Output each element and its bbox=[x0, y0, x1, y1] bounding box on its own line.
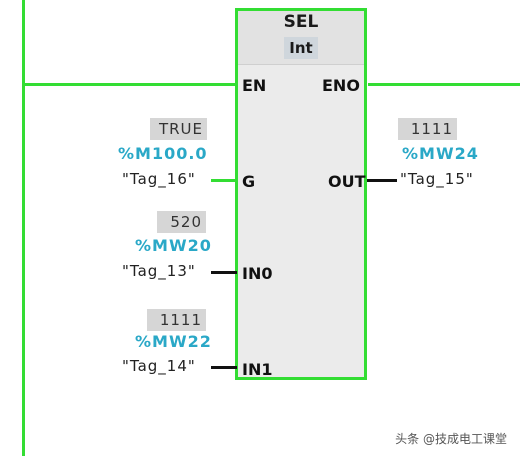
out-address[interactable]: %MW24 bbox=[402, 144, 479, 163]
pin-en: EN bbox=[242, 76, 267, 95]
in0-value: 520 bbox=[157, 211, 206, 233]
sel-block[interactable] bbox=[235, 8, 367, 380]
pin-g: G bbox=[242, 172, 256, 191]
pin-in0: IN0 bbox=[242, 264, 273, 283]
g-tag[interactable]: "Tag_16" bbox=[122, 170, 196, 188]
out-tag[interactable]: "Tag_15" bbox=[400, 170, 474, 188]
g-wire bbox=[211, 179, 237, 182]
pin-eno: ENO bbox=[322, 76, 360, 95]
g-address[interactable]: %M100.0 bbox=[118, 144, 208, 163]
pin-in1: IN1 bbox=[242, 360, 273, 379]
in1-value: 1111 bbox=[147, 309, 206, 331]
in1-address[interactable]: %MW22 bbox=[135, 332, 212, 351]
in0-address[interactable]: %MW20 bbox=[135, 236, 212, 255]
in1-wire bbox=[211, 366, 237, 369]
out-value: 1111 bbox=[398, 118, 457, 140]
g-value: TRUE bbox=[150, 118, 207, 140]
en-wire bbox=[22, 83, 237, 86]
eno-wire bbox=[368, 83, 520, 86]
in1-tag[interactable]: "Tag_14" bbox=[122, 357, 196, 375]
power-rail-left bbox=[22, 0, 25, 456]
watermark: 头条 @技成电工课堂 bbox=[392, 429, 510, 448]
block-type-selector[interactable]: Int bbox=[284, 37, 318, 59]
out-wire bbox=[367, 179, 397, 182]
in0-wire bbox=[211, 271, 237, 274]
block-name: SEL bbox=[283, 12, 319, 32]
in0-tag[interactable]: "Tag_13" bbox=[122, 262, 196, 280]
pin-out: OUT bbox=[328, 172, 366, 191]
